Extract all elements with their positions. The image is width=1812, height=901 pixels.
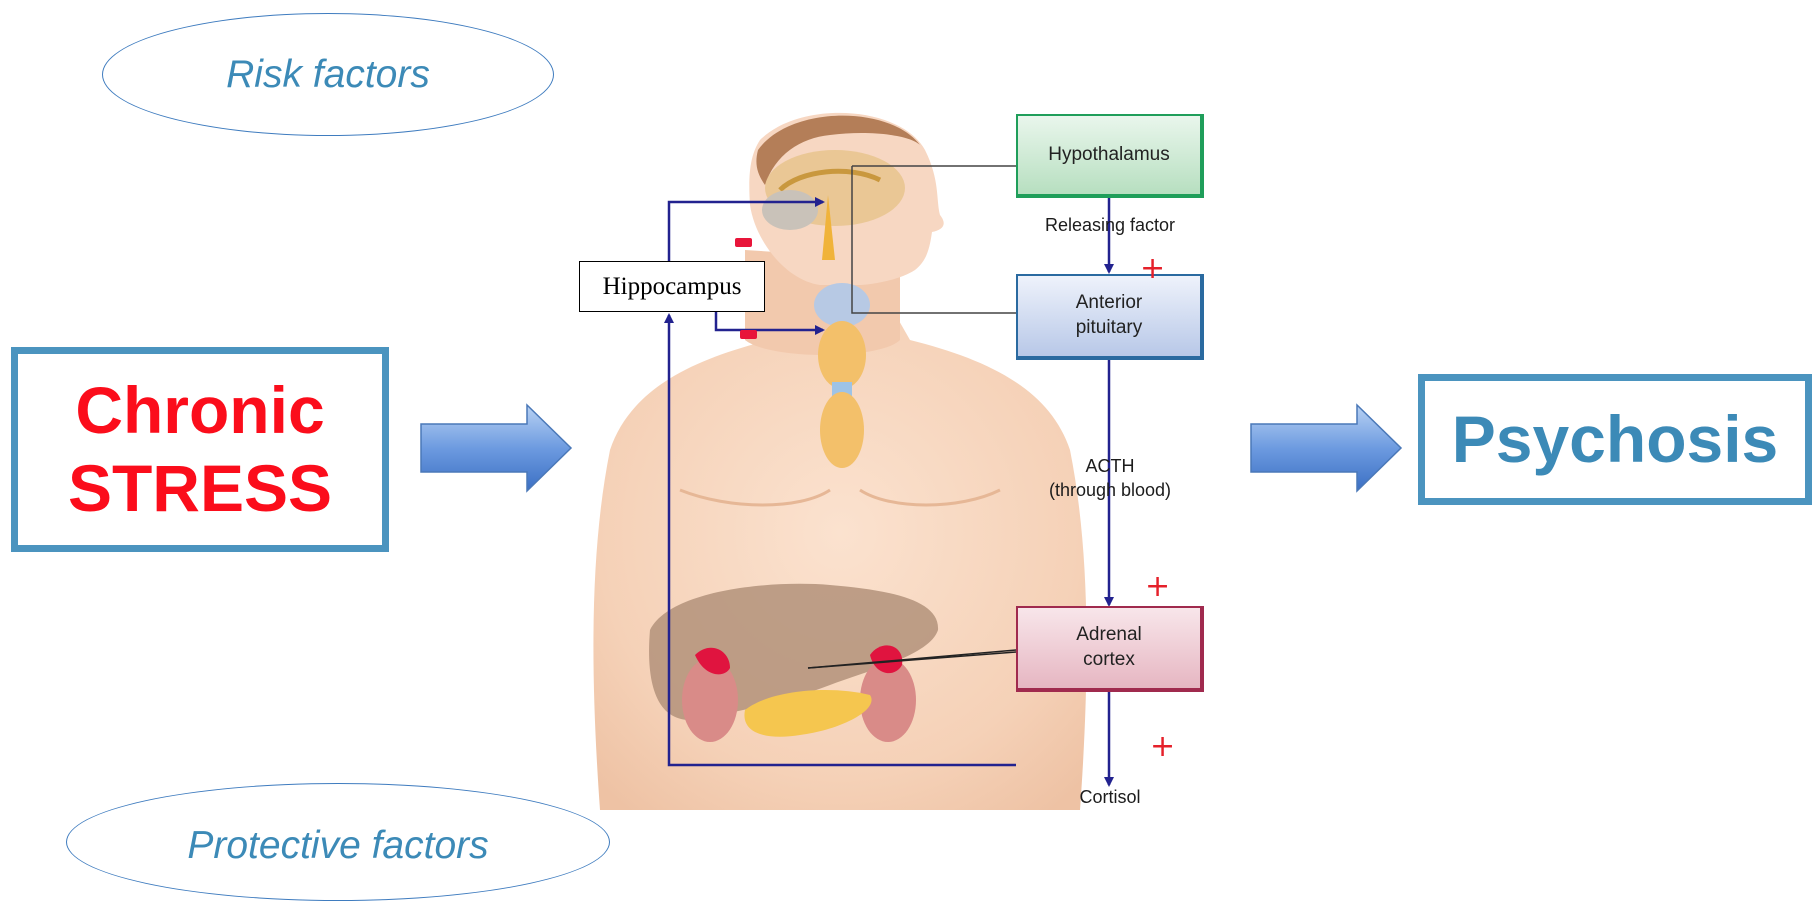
hpa-axis-connectors [0,0,1812,871]
pituitary-label: pituitary [1076,316,1143,341]
cortex-label: cortex [1083,648,1135,673]
stimulate-adrenal-plus-icon: + [1145,572,1170,602]
hypothalamus-box: Hypothalamus [1016,114,1204,198]
acth-line1: ACTH [1030,454,1190,478]
anterior-pituitary-box: Anterior pituitary [1016,274,1204,360]
hypothalamus-label: Hypothalamus [1048,143,1169,168]
anterior-label: Anterior [1076,291,1143,316]
inhibit-brain-minus-icon [735,238,752,247]
hippocampus-box: Hippocampus [579,261,765,312]
acth-line2: (through blood) [1030,478,1190,502]
stimulate-cortisol-plus-icon: + [1150,732,1175,762]
adrenal-cortex-box: Adrenal cortex [1016,606,1204,692]
stimulate-pituitary-plus-icon: + [1140,254,1165,284]
releasing-factor-label: Releasing factor [1030,213,1190,237]
hippocampus-label: Hippocampus [603,273,742,301]
cortisol-label: Cortisol [1030,785,1190,809]
inhibit-neck-minus-icon [740,330,757,339]
acth-label: ACTH (through blood) [1030,454,1190,503]
adrenal-label: Adrenal [1076,623,1142,648]
